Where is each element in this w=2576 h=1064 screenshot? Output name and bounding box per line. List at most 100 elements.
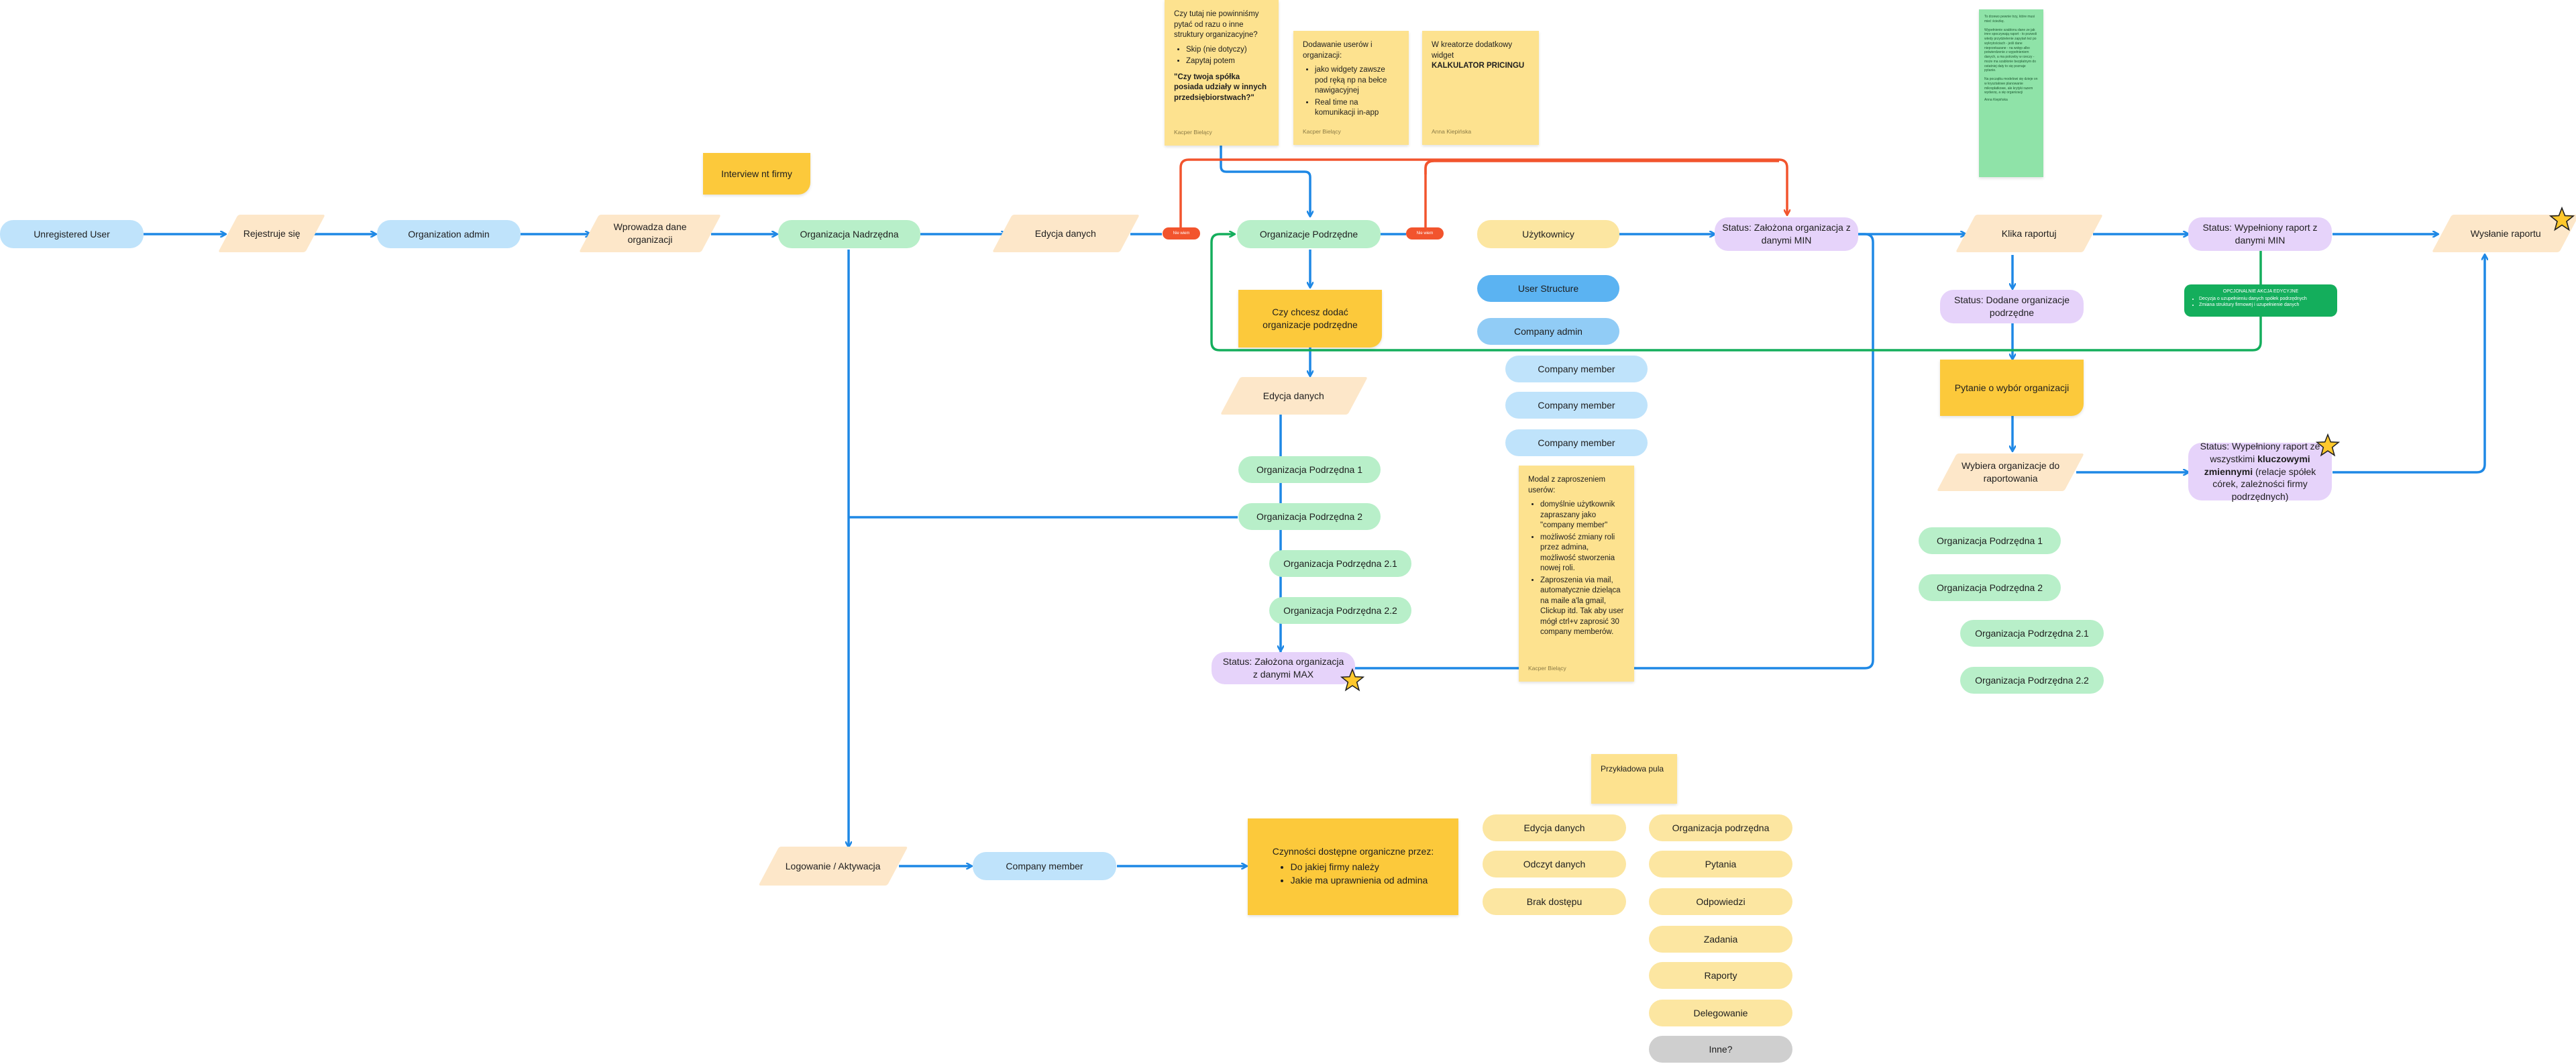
sticky-pytanie[interactable]: Pytanie o wybór organizacji: [1940, 360, 2084, 416]
edge-statusfull-wyslanie: [2332, 255, 2485, 474]
edge-red-upper: [1424, 160, 1779, 174]
node-label: Organizacja Podrzędna 2.1: [1283, 557, 1397, 569]
pool-inne[interactable]: Inne?: [1649, 1036, 1792, 1063]
node-label: Wprowadza dane organizacji: [613, 221, 687, 245]
pool-organizacja-podrzedna[interactable]: Organizacja podrzędna: [1649, 814, 1792, 841]
badge-list-item: Zmiana struktury firmowej i uzupełnienie…: [2199, 302, 2332, 308]
node-label: Status: Założona organizacja z danymi MA…: [1222, 656, 1344, 680]
node-organizacje-podrzedne[interactable]: Organizacje Podrzędne: [1237, 220, 1381, 248]
sticky-title: W kreatorze dodatkowy widget: [1432, 41, 1513, 60]
node-label: Brak dostępu: [1526, 896, 1582, 907]
sticky-title: Dodawanie userów i organizacji:: [1303, 41, 1373, 60]
pool-delegowanie[interactable]: Delegowanie: [1649, 1000, 1792, 1026]
node-label: Organizacja podrzędna: [1672, 822, 1770, 833]
node-organizacja-podrzedna-1[interactable]: Organizacja Podrzędna 1: [1238, 456, 1381, 483]
sticky-text: Pytanie o wybór organizacji: [1954, 382, 2070, 393]
pool-odpowiedzi[interactable]: Odpowiedzi: [1649, 888, 1792, 915]
node-status-pelny[interactable]: Status: Wypełniony raport ze wszystkimi …: [2188, 440, 2332, 503]
node-label: Organizacja Podrzędna 2.2: [1975, 674, 2089, 686]
node-organizacja-nadrzedna[interactable]: Organizacja Nadrzędna: [778, 220, 920, 248]
node-r-organizacja-podrzedna-2[interactable]: Organizacja Podrzędna 2: [1919, 574, 2061, 601]
sticky-title: Czynności dostępne organiczne przez:: [1272, 845, 1434, 857]
sticky-text: Interview nt firmy: [721, 168, 792, 179]
node-r-organizacja-podrzedna-2-2[interactable]: Organizacja Podrzędna 2.2: [1960, 667, 2104, 694]
pool-pytania[interactable]: Pytania: [1649, 851, 1792, 877]
node-organization-admin[interactable]: Organization admin: [377, 220, 521, 248]
badge-title: OPCJONALNIE AKCJA EDYCYJNE: [2222, 289, 2299, 294]
node-label: Organizacja Podrzędna 1: [1256, 464, 1362, 475]
node-label: Wysłanie raportu: [2470, 227, 2541, 239]
sticky-text: Na początku modelowi się dzieje on w kry…: [1984, 77, 2038, 95]
sticky-list-item: jako widgety zawsze pod ręką np na bełce…: [1315, 65, 1399, 97]
node-unregistered-user[interactable]: Unregistered User: [0, 220, 144, 248]
node-company-member-1[interactable]: Company member: [1505, 356, 1648, 382]
sticky-list: domyślnie użytkownik zapraszany jako "co…: [1528, 500, 1625, 639]
node-label: Company member: [1538, 437, 1615, 448]
sticky-czynnosci[interactable]: Czynności dostępne organiczne przez: Do …: [1248, 818, 1458, 915]
node-r-organizacja-podrzedna-1[interactable]: Organizacja Podrzędna 1: [1919, 527, 2061, 554]
node-label: Delegowanie: [1693, 1007, 1748, 1018]
node-edycja-danych-2[interactable]: Edycja danych: [1220, 377, 1368, 415]
sticky-note-dodawanie[interactable]: Dodawanie userów i organizacji: jako wid…: [1293, 31, 1409, 145]
pool-zadania[interactable]: Zadania: [1649, 926, 1792, 953]
edge-sticky-podrzedne: [1220, 146, 1310, 216]
node-label: Edycja danych: [1035, 227, 1097, 239]
edge-statusmax-statusmin: [1355, 233, 1874, 670]
node-organizacja-podrzedna-2-1[interactable]: Organizacja Podrzędna 2.1: [1269, 550, 1411, 577]
sticky-list-item: Real time na komunikacji in-app: [1315, 98, 1399, 119]
node-status-dodane[interactable]: Status: Dodane organizacje podrzędne: [1940, 290, 2084, 323]
sticky-note-green[interactable]: To drzewo pewnie trzy, które musi mieć ś…: [1979, 9, 2043, 177]
badge-opcjonalne-akcje[interactable]: OPCJONALNIE AKCJA EDYCYJNE Decyzja o uzu…: [2184, 284, 2337, 317]
star-icon: [2316, 433, 2340, 457]
node-label: Logowanie / Aktywacja: [786, 860, 881, 871]
node-company-admin[interactable]: Company admin: [1477, 318, 1619, 345]
node-logowanie-aktywacja[interactable]: Logowanie / Aktywacja: [758, 847, 908, 886]
node-label: Organizacja Podrzędna 2: [1256, 511, 1362, 522]
pool-brak-dostepu[interactable]: Brak dostępu: [1483, 888, 1626, 915]
node-label: Odczyt danych: [1523, 858, 1586, 869]
sticky-list-item: Skip (nie dotyczy): [1186, 45, 1247, 56]
node-organizacja-podrzedna-2-2[interactable]: Organizacja Podrzędna 2.2: [1269, 597, 1411, 624]
node-status-wypelniony-min[interactable]: Status: Wypełniony raport z danymi MIN: [2188, 217, 2332, 251]
node-label: User Structure: [1517, 282, 1579, 294]
sticky-author: Anna Kiepińska: [1984, 98, 2008, 102]
pool-odczyt-danych[interactable]: Odczyt danych: [1483, 851, 1626, 877]
pool-raporty[interactable]: Raporty: [1649, 962, 1792, 989]
node-wybiera-organizacje[interactable]: Wybiera organizacje do raportowania: [1937, 454, 2084, 491]
node-edycja-danych[interactable]: Edycja danych: [992, 215, 1140, 252]
sticky-note-kalkulator[interactable]: W kreatorze dodatkowy widget KALKULATOR …: [1422, 31, 1539, 145]
node-company-member-bottom[interactable]: Company member: [973, 852, 1116, 880]
pool-edycja-danych[interactable]: Edycja danych: [1483, 814, 1626, 841]
sticky-bold-text: KALKULATOR PRICINGU: [1432, 62, 1525, 70]
node-wprowadza-dane[interactable]: Wprowadza dane organizacji: [579, 215, 721, 252]
node-status-max[interactable]: Status: Założona organizacja z danymi MA…: [1212, 652, 1355, 684]
node-company-member-3[interactable]: Company member: [1505, 429, 1648, 456]
node-label: Organizacja Podrzędna 2: [1937, 582, 2043, 593]
star-icon: [1340, 668, 1364, 692]
sticky-text: Wypełnienie szablonu dane ze jak imre sp…: [1984, 28, 2037, 73]
node-label: Inne?: [1709, 1043, 1733, 1055]
node-klika-raportuj[interactable]: Klika raportuj: [1955, 215, 2103, 252]
sticky-czy-chcesz[interactable]: Czy chcesz dodać organizacje podrzędne: [1238, 290, 1382, 348]
sticky-przykladowa-pula[interactable]: Przykładowa pula: [1591, 754, 1677, 804]
sticky-list: Do jakiej firmy należy Jakie ma uprawnie…: [1279, 861, 1428, 889]
sticky-author: Anna Kiepińska: [1432, 127, 1472, 135]
sticky-interview[interactable]: Interview nt firmy: [703, 153, 810, 195]
node-company-member-2[interactable]: Company member: [1505, 392, 1648, 419]
node-label: Status: Wypełniony raport ze wszystkimi …: [2188, 440, 2332, 503]
node-organizacja-podrzedna-2[interactable]: Organizacja Podrzędna 2: [1238, 503, 1381, 530]
node-r-organizacja-podrzedna-2-1[interactable]: Organizacja Podrzędna 2.1: [1960, 620, 2104, 647]
badge-list: Decyzja o uzupełnieniu danych spółek pod…: [2190, 296, 2332, 308]
node-label: Status: Dodane organizacje podrzędne: [1954, 295, 2070, 318]
node-uzytkownicy[interactable]: Użytkownicy: [1477, 220, 1619, 248]
node-user-structure[interactable]: User Structure: [1477, 275, 1619, 302]
sticky-author: Kacper Bielący: [1303, 127, 1341, 135]
node-status-min[interactable]: Status: Założona organizacja z danymi MI…: [1715, 217, 1858, 251]
node-label: Zadania: [1703, 933, 1738, 945]
sticky-note-struktury[interactable]: Czy tutaj nie powinniśmy pytać od razu o…: [1165, 0, 1279, 146]
sticky-note-modal[interactable]: Modal z zaproszeniem userów: domyślnie u…: [1519, 466, 1634, 682]
sticky-bold-text: "Czy twoja spółka posiada udziały w inny…: [1174, 72, 1267, 102]
edge-green-loop: [1210, 234, 2262, 352]
node-label: Company member: [1006, 860, 1083, 871]
